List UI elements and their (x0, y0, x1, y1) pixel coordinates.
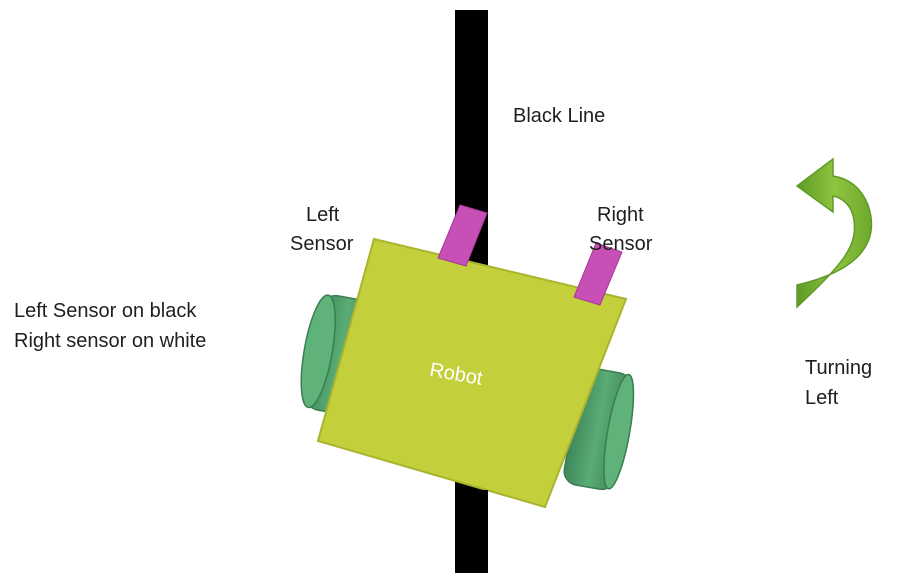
turning-label-line1: Turning (805, 357, 873, 379)
turning-label-line2: Left (805, 387, 839, 409)
left-sensor (437, 204, 488, 267)
sensor-state-line2: Right sensor on white (14, 330, 207, 352)
left-sensor-label-line2: Sensor (290, 233, 354, 255)
left-sensor-label-line1: Left (306, 204, 340, 226)
right-sensor (573, 242, 623, 306)
black-line-lower (455, 490, 488, 573)
right-sensor-label-line2: Sensor (589, 233, 653, 255)
turn-left-arrow-icon (795, 157, 873, 309)
robot-body (316, 237, 628, 509)
sensor-state-line1: Left Sensor on black (14, 300, 197, 322)
right-sensor-label-line1: Right (597, 204, 644, 226)
black-line-label: Black Line (513, 105, 606, 127)
